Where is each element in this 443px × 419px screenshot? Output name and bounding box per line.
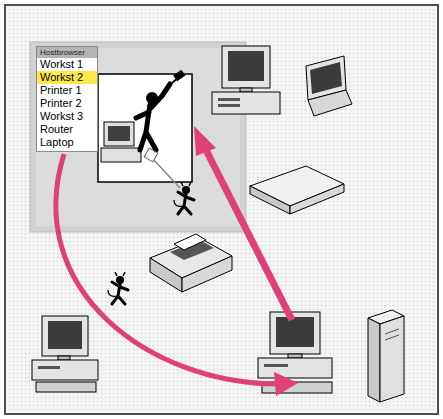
router-icon [250, 166, 344, 214]
list-item: Router [37, 123, 97, 136]
list-item: Printer 2 [37, 97, 97, 110]
laptop-icon [306, 56, 352, 116]
smash-picture [98, 70, 192, 182]
list-item: Workst 3 [37, 110, 97, 123]
window-panel: HostbrowserWorkst 1Workst 2Printer 1Prin… [36, 46, 98, 152]
main-monitor [30, 42, 246, 232]
server-icon [368, 310, 404, 402]
list-item: Laptop [37, 136, 97, 149]
frame [5, 5, 438, 414]
leash-handle [144, 148, 158, 162]
list-item: Workst 2 [37, 71, 97, 84]
list-item: Workst 1 [37, 58, 97, 71]
attack-arrow [194, 126, 292, 320]
devil-figure [174, 182, 194, 214]
window-title: Hostbrowser [37, 47, 97, 58]
devil-figure [108, 272, 128, 304]
workstation-icon [258, 312, 332, 393]
printer-icon [150, 234, 232, 292]
return-arrow [56, 154, 298, 396]
leash-line [152, 158, 180, 188]
list-item: Printer 1 [37, 84, 97, 97]
workstation-icon [32, 316, 98, 392]
workstation-icon [212, 46, 280, 114]
